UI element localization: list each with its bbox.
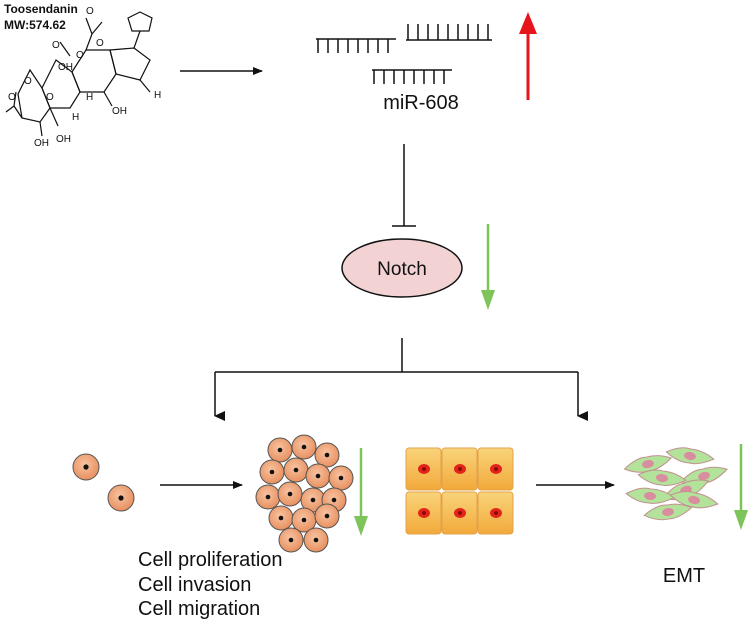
proliferation-down-arrow — [354, 448, 368, 536]
cell-nucleus — [293, 467, 299, 473]
emt-label: EMT — [663, 565, 705, 587]
cell-nucleus — [265, 494, 271, 500]
atom-label: O — [52, 40, 60, 51]
mesenchymal-cells — [623, 447, 728, 521]
mesenchymal-cell — [625, 487, 675, 504]
cell-nucleus — [269, 469, 275, 475]
cell-nucleus — [301, 444, 307, 450]
epithelial-nucleolus — [422, 467, 426, 471]
mesenchymal-nucleus — [698, 471, 710, 481]
compound-name: Toosendanin — [4, 2, 78, 16]
atom-label: O — [86, 6, 94, 17]
cell-nucleus — [278, 515, 284, 521]
branch-connector — [214, 338, 588, 421]
epithelial-nucleolus — [458, 511, 462, 515]
mesenchymal-nucleus — [656, 473, 668, 483]
single-cells — [72, 453, 135, 512]
cell-nucleus — [324, 513, 330, 519]
atom-label: H — [86, 92, 93, 103]
epithelial-nucleolus — [422, 511, 426, 515]
toosendanin-structure — [5, 11, 153, 137]
outcome-label: Cell migration — [138, 598, 260, 620]
epithelial-nucleolus — [494, 467, 498, 471]
outcome-label: Cell invasion — [138, 574, 251, 596]
cell-nucleus — [313, 537, 319, 543]
outcome-label: Cell proliferation — [138, 549, 283, 571]
mirna-label: miR-608 — [383, 92, 459, 114]
cell-nucleus — [310, 497, 316, 503]
mesenchymal-cell — [637, 469, 687, 487]
atom-label: O — [24, 76, 32, 87]
atom-label: OH — [34, 138, 49, 149]
atom-label: OH — [58, 62, 73, 73]
emt-down-arrow — [734, 444, 748, 530]
atom-label: OH — [56, 134, 71, 145]
atom-label: O — [8, 92, 16, 103]
atom-label: O — [76, 50, 84, 61]
atom-label: H — [72, 112, 79, 123]
epithelial-nucleolus — [458, 467, 462, 471]
mesenchymal-nucleus — [684, 451, 696, 461]
notch-down-arrow — [481, 224, 495, 310]
inhibition-line — [392, 144, 416, 227]
mesenchymal-nucleus — [688, 495, 700, 505]
mesenchymal-nucleus — [644, 491, 656, 501]
upregulation-arrow — [519, 12, 537, 100]
cell-nucleus — [338, 475, 344, 481]
atom-label: OH — [112, 106, 127, 117]
notch-node: Notch — [341, 238, 463, 298]
notch-label: Notch — [377, 259, 427, 280]
mesenchymal-nucleus — [642, 459, 654, 469]
cell-nucleus — [287, 491, 293, 497]
proliferating-cell-cluster — [255, 434, 354, 553]
cell-nucleus — [301, 517, 307, 523]
cell-nucleus — [288, 537, 294, 543]
cell-nucleus — [277, 447, 283, 453]
structure-atom-labels: O O O O OH O O O OH H OH H H OH — [8, 6, 161, 149]
compound-mw: MW:574.62 — [4, 18, 66, 32]
cell-nucleus — [315, 473, 321, 479]
mesenchymal-cell — [665, 447, 715, 465]
mirna-strands — [316, 38, 492, 71]
mesenchymal-cell — [623, 455, 673, 473]
cell-nucleus — [324, 452, 330, 458]
epithelial-nucleolus — [494, 511, 498, 515]
cell-nucleus — [331, 497, 337, 503]
mesenchymal-nucleus — [662, 507, 674, 517]
atom-label: H — [154, 90, 161, 101]
mesenchymal-cell — [643, 503, 693, 521]
atom-label: O — [96, 38, 104, 49]
atom-label: O — [46, 92, 54, 103]
epithelial-cell-sheet — [405, 447, 514, 535]
